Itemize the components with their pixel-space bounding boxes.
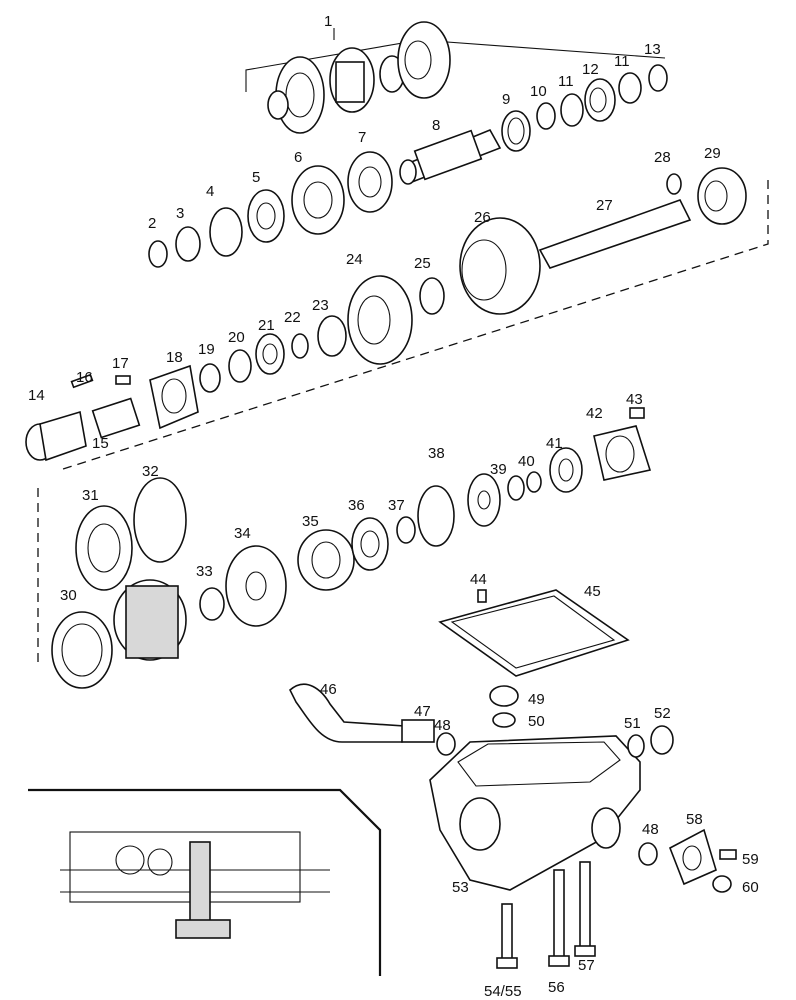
- label-37: 37: [388, 497, 405, 514]
- gearbox-housing: [429, 725, 737, 893]
- label-6: 6: [294, 149, 302, 166]
- label-21: 21: [258, 317, 275, 334]
- label-48a: 48: [434, 717, 451, 734]
- label-45: 45: [584, 583, 601, 600]
- label-30: 30: [60, 587, 77, 604]
- label-11a: 11: [558, 73, 574, 90]
- label-46: 46: [320, 681, 337, 698]
- label-49: 49: [528, 691, 545, 708]
- label-43: 43: [626, 391, 643, 408]
- label-8: 8: [432, 117, 440, 134]
- label-7: 7: [358, 129, 366, 146]
- shift-fork: [289, 683, 519, 756]
- label-60: 60: [742, 879, 759, 896]
- label-35: 35: [302, 513, 319, 530]
- part-labels: 1 2 3 4 5 6 7 8 9 10 11 12 11 13 14 15 1…: [28, 13, 759, 1000]
- label-34: 34: [234, 525, 251, 542]
- label-3: 3: [176, 205, 184, 222]
- label-18: 18: [166, 349, 183, 366]
- label-41: 41: [546, 435, 563, 452]
- gear-cluster-1: [267, 21, 451, 134]
- label-32: 32: [142, 463, 159, 480]
- label-47: 47: [414, 703, 431, 720]
- clutch-pack: [51, 477, 287, 689]
- label-24: 24: [346, 251, 363, 268]
- label-40: 40: [518, 453, 535, 470]
- label-57: 57: [578, 957, 595, 974]
- label-12: 12: [582, 61, 599, 78]
- label-54-55: 54/55: [484, 983, 522, 1000]
- label-59: 59: [742, 851, 759, 868]
- label-25: 25: [414, 255, 431, 272]
- label-16: 16: [76, 369, 93, 386]
- gears-row-2: [148, 151, 393, 268]
- label-1: 1: [324, 13, 332, 30]
- label-14: 14: [28, 387, 45, 404]
- label-4: 4: [206, 183, 214, 200]
- label-22: 22: [284, 309, 301, 326]
- label-31: 31: [82, 487, 99, 504]
- bolts: [496, 861, 596, 969]
- label-42: 42: [586, 405, 603, 422]
- label-10: 10: [530, 83, 547, 100]
- label-13: 13: [644, 41, 661, 58]
- label-27: 27: [596, 197, 613, 214]
- bearing-row: [297, 407, 652, 591]
- dashed-frame: [37, 180, 769, 664]
- label-36: 36: [348, 497, 365, 514]
- label-20: 20: [228, 329, 245, 346]
- gears-row-3: [25, 275, 413, 462]
- label-2: 2: [148, 215, 156, 232]
- label-33: 33: [196, 563, 213, 580]
- label-9: 9: [502, 91, 510, 108]
- shaft-8: [399, 128, 502, 185]
- label-48b: 48: [642, 821, 659, 838]
- label-15: 15: [92, 435, 109, 452]
- label-26: 26: [474, 209, 491, 226]
- group-1-bracket: [245, 28, 666, 92]
- label-28: 28: [654, 149, 671, 166]
- inset-overview: [28, 788, 382, 976]
- label-11b: 11: [614, 53, 630, 70]
- label-39: 39: [490, 461, 507, 478]
- label-17: 17: [112, 355, 129, 372]
- label-23: 23: [312, 297, 329, 314]
- hub-shaft-assembly: [419, 167, 747, 315]
- label-5: 5: [252, 169, 260, 186]
- label-19: 19: [198, 341, 215, 358]
- label-56: 56: [548, 979, 565, 996]
- label-29: 29: [704, 145, 721, 162]
- label-50: 50: [528, 713, 545, 730]
- label-52: 52: [654, 705, 671, 722]
- label-38: 38: [428, 445, 445, 462]
- label-51: 51: [624, 715, 641, 732]
- label-53: 53: [452, 879, 469, 896]
- label-58: 58: [686, 811, 703, 828]
- rings-9-13: [501, 64, 668, 152]
- cover-plate-45: [438, 589, 630, 677]
- label-44: 44: [470, 571, 487, 588]
